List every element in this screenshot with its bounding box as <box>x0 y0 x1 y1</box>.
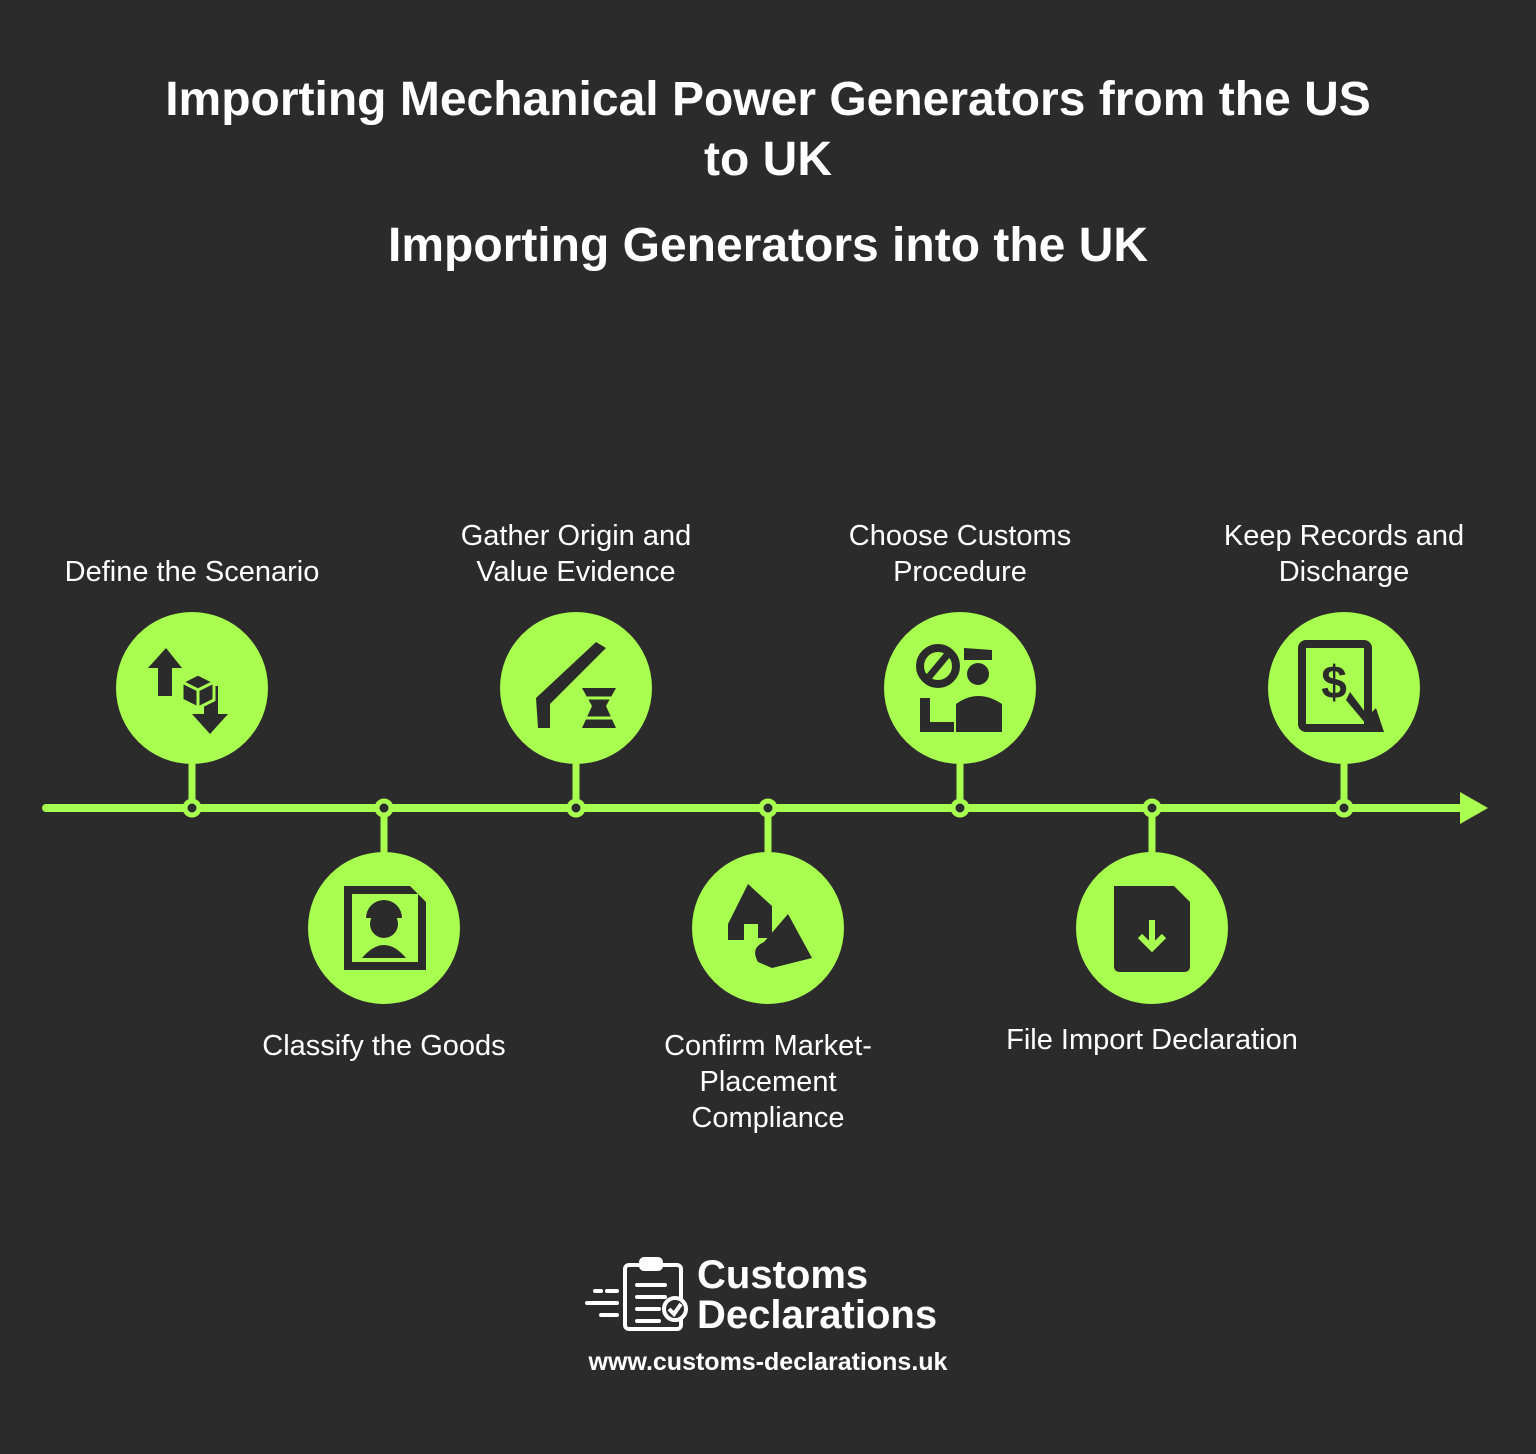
timeline-node <box>1142 798 1162 818</box>
house-compliance-icon <box>728 884 812 968</box>
step-circle <box>116 612 268 764</box>
website-url[interactable]: www.customs-declarations.uk <box>588 1348 948 1376</box>
step-circle <box>1076 852 1228 1004</box>
origin-dna-icon <box>536 642 616 728</box>
step-label: Choose Customs Procedure <box>848 520 1072 588</box>
subtitle: Importing Generators into the UK <box>387 219 1149 272</box>
file-download-icon <box>1114 886 1190 972</box>
logo-line1: Customs <box>697 1253 869 1297</box>
timeline-node <box>758 798 778 818</box>
main-title: Importing Mechanical Power Generators fr… <box>165 73 1371 186</box>
step-label: Keep Records and Discharge <box>1223 520 1465 588</box>
box-exchange-icon <box>148 648 228 734</box>
step-circle <box>692 852 844 1004</box>
step-label: Define the Scenario <box>64 556 320 588</box>
timeline-node <box>566 798 586 818</box>
logo: Customs Declarations <box>585 1255 937 1335</box>
step-circle <box>308 852 460 1004</box>
timeline-arrowhead <box>1460 792 1488 824</box>
step-label: Gather Origin and Value Evidence <box>460 520 692 588</box>
step-circle <box>500 612 652 764</box>
svg-text:$: $ <box>1321 656 1347 708</box>
step-label: File Import Declaration <box>1006 1024 1298 1056</box>
logo-line2: Declarations <box>697 1293 938 1337</box>
worker-id-card-icon <box>344 886 426 970</box>
timeline-node <box>1334 798 1354 818</box>
step-label: Confirm Market-Placement Compliance <box>664 1030 872 1134</box>
clipboard-check-icon <box>585 1257 688 1331</box>
step-circle: $ <box>1268 612 1420 764</box>
step-label: Classify the Goods <box>262 1030 506 1062</box>
customs-officer-icon <box>916 644 1002 732</box>
timeline-node <box>374 798 394 818</box>
dollar-document-icon: $ <box>1298 640 1384 732</box>
timeline-node <box>182 798 202 818</box>
step-circle <box>884 612 1036 764</box>
timeline-node <box>950 798 970 818</box>
